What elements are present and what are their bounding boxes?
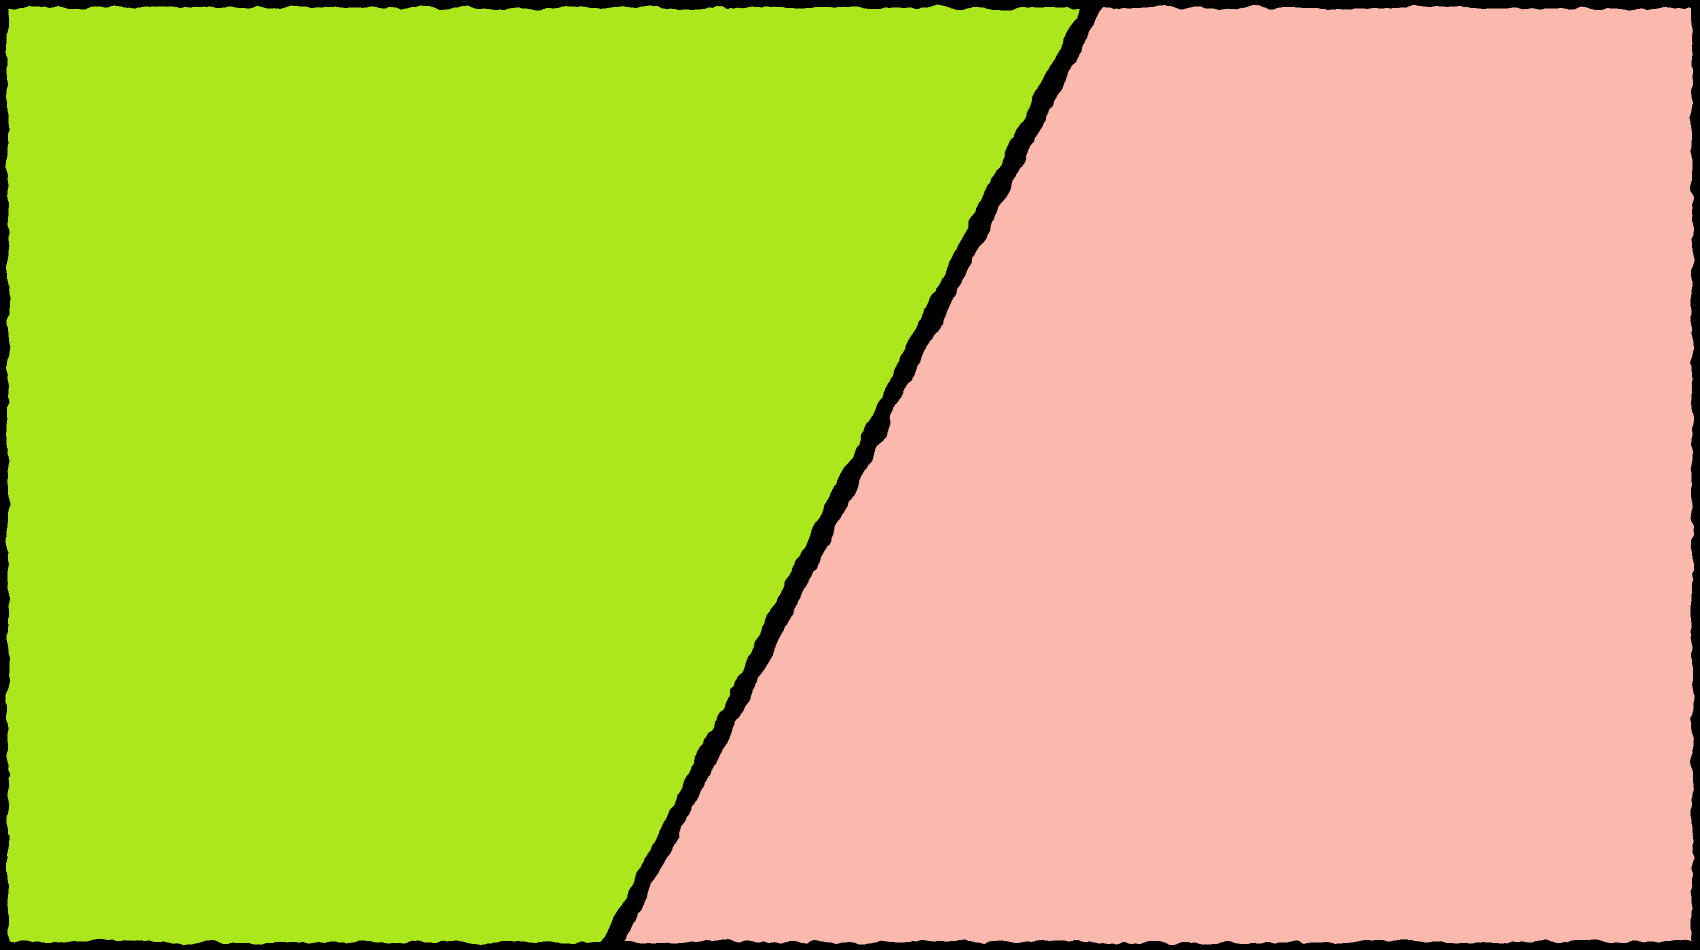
left-panel: [8, 8, 1080, 942]
right-panel: [624, 8, 1692, 942]
